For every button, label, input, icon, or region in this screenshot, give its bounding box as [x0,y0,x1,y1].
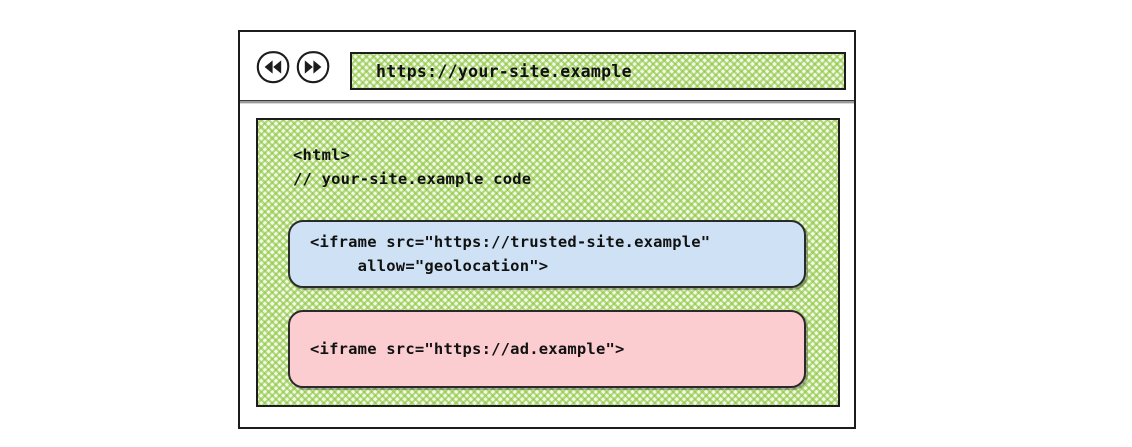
forward-button[interactable] [294,48,332,86]
ad-iframe[interactable]: <iframe src="https://ad.example"> [288,310,806,388]
page-content-area: <html> // your-site.example code <iframe… [256,118,840,407]
navigation-buttons [254,48,332,86]
back-button[interactable] [254,48,292,86]
browser-window: https://your-site.example <html> // your… [238,30,856,429]
code-line-comment: // your-site.example code [293,170,532,188]
code-line-html-tag: <html> [293,146,351,164]
trusted-site-iframe-code: <iframe src="https://trusted-site.exampl… [310,232,711,275]
url-bar-text: https://your-site.example [376,61,632,81]
fast-forward-icon [296,51,330,84]
rewind-icon [256,51,290,84]
toolbar-divider [240,100,854,104]
trusted-site-iframe[interactable]: <iframe src="https://trusted-site.exampl… [288,220,806,288]
browser-toolbar: https://your-site.example [240,32,854,102]
ad-iframe-code: <iframe src="https://ad.example"> [310,339,625,358]
url-bar[interactable]: https://your-site.example [350,52,846,90]
